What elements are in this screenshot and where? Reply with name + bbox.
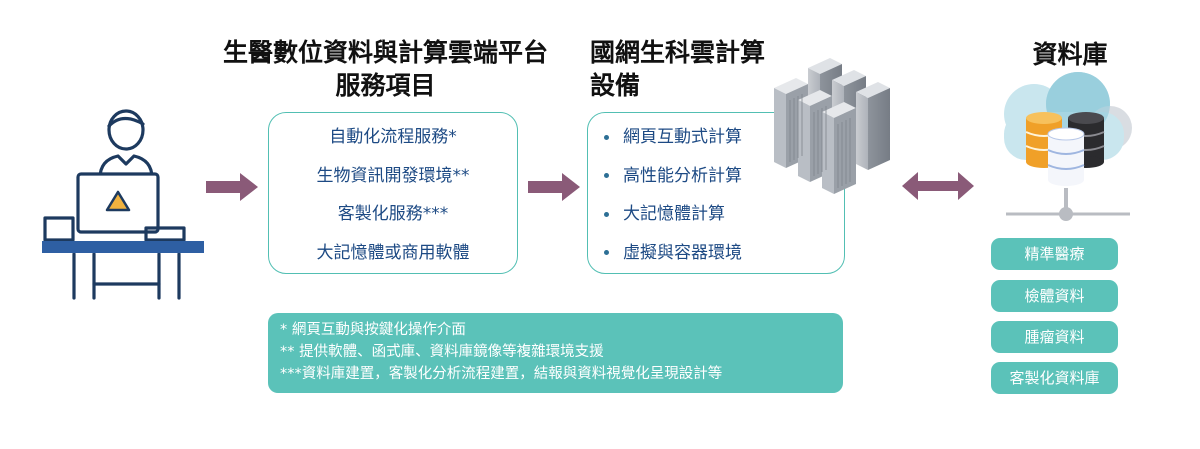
footnote-line: ***資料庫建置，客製化分析流程建置，結報與資料視覺化呈現設計等: [280, 366, 723, 382]
cloud-title: 國網生科雲計算 設備: [590, 36, 765, 102]
footnotes-box: * 網頁互動與按鍵化操作介面 ** 提供軟體、函式庫、資料庫鏡像等複雜環境支援 …: [268, 313, 843, 393]
compute-item: 虛擬與容器環境: [604, 243, 742, 263]
cloud-compute-list: 網頁互動式計算 高性能分析計算 大記憶體計算 虛擬與容器環境: [604, 127, 742, 281]
cloud-compute-box: 網頁互動式計算 高性能分析計算 大記憶體計算 虛擬與容器環境: [587, 112, 845, 274]
cloud-title-line2: 設備: [590, 71, 641, 100]
compute-item-label: 大記憶體計算: [623, 204, 725, 224]
compute-item-label: 高性能分析計算: [623, 165, 742, 186]
compute-item-label: 虛擬與容器環境: [623, 242, 742, 263]
platform-services-box: 自動化流程服務* 生物資訊開發環境** 客製化服務*** 大記憶體或商用軟體: [268, 112, 518, 274]
platform-services-list: 自動化流程服務* 生物資訊開發環境** 客製化服務*** 大記憶體或商用軟體: [269, 127, 517, 281]
compute-item: 高性能分析計算: [604, 166, 742, 186]
cloud-title-line1: 國網生科雲計算: [590, 38, 766, 67]
bullet-icon: [604, 173, 609, 178]
database-item-precision-medicine: 精準醫療: [991, 238, 1118, 270]
service-item: 大記憶體或商用軟體: [316, 242, 470, 263]
compute-item: 大記憶體計算: [604, 204, 742, 224]
right-arrow-icon: [528, 173, 580, 201]
platform-title-line2: 服務項目: [335, 71, 436, 100]
right-arrow-icon: [206, 173, 258, 201]
service-item: 自動化流程服務*: [329, 127, 457, 147]
platform-title-line1: 生醫數位資料與計算雲端平台: [222, 38, 548, 67]
database-item-specimen-data: 檢體資料: [991, 280, 1118, 312]
platform-title: 生醫數位資料與計算雲端平台 服務項目: [198, 36, 573, 102]
compute-item-label: 網頁互動式計算: [623, 127, 742, 147]
double-arrow-icon: [902, 172, 974, 200]
server-rack-icon: [774, 58, 890, 194]
service-item: 客製化服務***: [337, 204, 449, 224]
database-item-tumor-data: 腫瘤資料: [991, 321, 1118, 353]
database-title: 資料庫: [1032, 40, 1108, 69]
bullet-icon: [604, 250, 609, 255]
user-at-computer-icon: [42, 109, 204, 300]
service-item: 生物資訊開發環境**: [316, 165, 470, 186]
bullet-icon: [604, 211, 609, 217]
footnote-line: * 網頁互動與按鍵化操作介面: [280, 322, 466, 338]
cloud-database-icon: [1004, 72, 1132, 221]
footnote-line: ** 提供軟體、函式庫、資料庫鏡像等複雜環境支援: [280, 344, 604, 360]
bullet-icon: [604, 134, 609, 140]
compute-item: 網頁互動式計算: [604, 127, 742, 147]
database-item-custom-database: 客製化資料庫: [991, 362, 1118, 394]
